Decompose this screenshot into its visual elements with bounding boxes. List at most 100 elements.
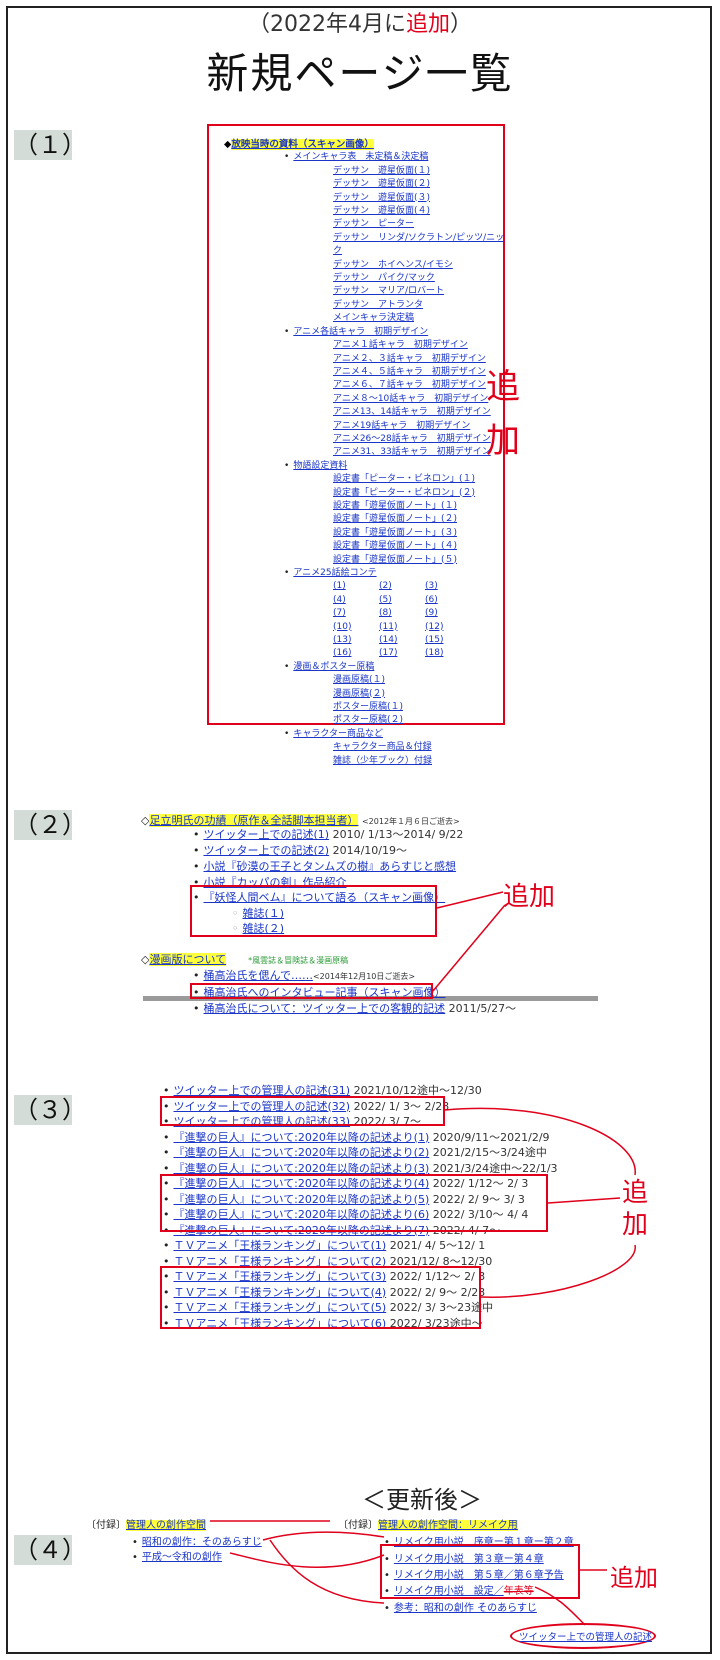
magazine-link[interactable]: 雑誌(２) [242,922,285,935]
section1-item-link[interactable]: 設定書「遊星仮面ノート」(２) [333,514,458,525]
section1-item-link[interactable]: デッサン リンダ/ソクラトン/ピッツ/ニック [333,232,505,257]
creative-space-link[interactable]: 管理人の創作空間 [126,1520,206,1531]
section1-item-link[interactable]: アニメ１話キャラ 初期デザイン [333,340,468,351]
section1-item: デッサン 遊星仮面(４) [333,205,510,218]
section3-item-link[interactable]: 『進撃の巨人』について:2020年以降の記述より(4) [173,1177,430,1190]
section2-item-link[interactable]: 『妖怪人間ベム』について語る（スキャン画像） [203,891,446,904]
section1-item-link[interactable]: デッサン 遊星仮面(４) [333,206,431,217]
storyboard-link[interactable]: (14) [379,635,398,646]
remake-novel-3-link[interactable]: リメイク用小説 第５章／第６章予告 [393,1570,564,1581]
section3-item-link[interactable]: ＴＶアニメ「王様ランキング」について(5) [173,1301,387,1314]
remake-novel-2-link[interactable]: リメイク用小説 第３章ー第４章 [393,1554,544,1565]
storyboard-link[interactable]: (16) [333,648,352,659]
remake-novel-1-link[interactable]: リメイク用小説 序章ー第１章ー第２章 [393,1537,574,1548]
section1-item-link[interactable]: 漫画原稿(２) [333,688,386,699]
section1-group-link[interactable]: キャラクター商品など [293,728,383,739]
twitter-note-link[interactable]: ツイッター上での管理人の記述 [519,1632,653,1643]
heisei-link[interactable]: 平成〜令和の創作 [141,1552,222,1563]
showa-ref-link[interactable]: 参考：昭和の創作 そのあらすじ [393,1603,537,1614]
storyboard-link[interactable]: (5) [379,594,392,605]
manga-item-link[interactable]: 桶高治氏を偲んで…… [203,969,313,982]
storyboard-cell: (12) [425,621,471,634]
section1-item-link[interactable]: 設定書「遊星仮面ノート」(５) [333,554,458,565]
section1-item-link[interactable]: メインキャラ決定稿 [333,313,415,324]
section1-item-link[interactable]: アニメ19話キャラ 初期デザイン [333,420,471,431]
section1-item-link[interactable]: デッサン 遊星仮面(３) [333,192,431,203]
section1-item-link[interactable]: アニメ13、14話キャラ 初期デザイン [333,407,491,418]
section3-item-link[interactable]: ＴＶアニメ「王様ランキング」について(1) [173,1239,387,1252]
section1-group-link[interactable]: 物語設定資料 [293,460,348,471]
manga-link[interactable]: 漫画版について [149,953,227,966]
storyboard-link[interactable]: (13) [333,635,352,646]
adachi-link[interactable]: 足立明氏の功績（原作＆全話脚本担当者） [149,814,359,827]
scan-materials-link[interactable]: 放映当時の資料（スキャン画像） [231,139,374,150]
section1-item-link[interactable]: デッサン 遊星仮面(２) [333,179,431,190]
storyboard-link[interactable]: (7) [333,608,346,619]
section1-item-link[interactable]: ポスター原稿(１) [333,702,404,713]
section3-item-link[interactable]: ツイッター上での管理人の記述(31) [173,1084,351,1097]
storyboard-link[interactable]: (10) [333,621,352,632]
section1-item-link[interactable]: ポスター原稿(２) [333,715,404,726]
section1-group-link[interactable]: メインキャラ表 未定稿＆決定稿 [293,152,429,163]
section1-item-link[interactable]: 設定書「遊星仮面ノート」(４) [333,541,458,552]
section1-item-link[interactable]: 漫画原稿(１) [333,675,386,686]
section3-item-link[interactable]: 『進撃の巨人』について:2020年以降の記述より(2) [173,1146,430,1159]
storyboard-link[interactable]: (9) [425,608,438,619]
manga-item-link[interactable]: 桶高治氏へのインタビュー記事（スキャン画像） [203,986,446,999]
remake-space-link[interactable]: 管理人の創作空間：リメイク用 [378,1520,518,1531]
remake-settings-link[interactable]: リメイク用小説 設定／ [393,1586,504,1597]
section3-item-link[interactable]: ＴＶアニメ「王様ランキング」について(6) [173,1316,387,1330]
showa-link[interactable]: 昭和の創作：そのあらすじ [141,1537,262,1548]
section1-group-link[interactable]: 漫画＆ポスター原稿 [293,661,375,672]
magazine-link[interactable]: 雑誌(１) [242,907,285,920]
storyboard-link[interactable]: (12) [425,621,444,632]
section1-item-link[interactable]: 設定書「ピーター・ビネロン」(１) [333,474,476,485]
section3-item-date: 2022/ 2/ 9〜 2/23 [386,1285,486,1299]
section1-item-link[interactable]: アニメ31、33話キャラ 初期デザイン [333,447,491,458]
section1-item-link[interactable]: アニメ26〜28話キャラ 初期デザイン [333,433,491,444]
section1-item-link[interactable]: アニメ４、５話キャラ 初期デザイン [333,366,486,377]
section3-item-link[interactable]: ＴＶアニメ「王様ランキング」について(4) [173,1285,387,1299]
section2-item-link[interactable]: ツイッター上での記述(2) [203,844,330,857]
section3-item-link[interactable]: ＴＶアニメ「王様ランキング」について(3) [173,1270,387,1283]
section1-item-link[interactable]: デッサン ホイヘンス/イモシ [333,259,453,270]
manga-item-link[interactable]: 桶高治氏について：ツイッター上での客観的記述 [203,1002,446,1015]
section1-item-link[interactable]: デッサン アトランタ [333,299,424,310]
section3-item-link[interactable]: 『進撃の巨人』について:2020年以降の記述より(6) [173,1208,430,1221]
section1-group-link[interactable]: アニメ25話絵コンテ [293,568,377,578]
section1-item-link[interactable]: 雑誌（少年ブック）付録 [333,755,433,766]
bullet: • [193,986,200,999]
section3-item-link[interactable]: ツイッター上での管理人の記述(32) [173,1099,351,1113]
section1-item-link[interactable]: アニメ８〜10話キャラ 初期デザイン [333,393,489,404]
section2-item-link[interactable]: 小説『砂漠の王子とタンムズの樹』あらすじと感想 [203,860,457,873]
section1-item: 漫画原稿(２) [333,688,510,701]
storyboard-link[interactable]: (8) [379,608,392,619]
section1-item-link[interactable]: デッサン 遊星仮面(１) [333,165,431,176]
section1-item-link[interactable]: アニメ２、３話キャラ 初期デザイン [333,353,486,364]
section1-item-link[interactable]: デッサン マリア/ロバート [333,286,445,297]
storyboard-link[interactable]: (4) [333,594,346,605]
section3-item-link[interactable]: 『進撃の巨人』について:2020年以降の記述より(1) [173,1130,430,1144]
storyboard-link[interactable]: (17) [379,648,398,659]
storyboard-link[interactable]: (6) [425,594,438,605]
storyboard-link[interactable]: (1) [333,581,346,592]
storyboard-link[interactable]: (11) [379,621,398,632]
section1-item-link[interactable]: デッサン ピーター [333,219,415,230]
storyboard-link[interactable]: (3) [425,581,438,592]
section3-item-link[interactable]: 『進撃の巨人』について:2020年以降の記述より(3) [173,1161,430,1175]
section3-item-link[interactable]: ＴＶアニメ「王様ランキング」について(2) [173,1254,387,1268]
section1-item: アニメ31、33話キャラ 初期デザイン [333,446,510,459]
storyboard-link[interactable]: (2) [379,581,392,592]
storyboard-link[interactable]: (18) [425,648,444,659]
storyboard-link[interactable]: (15) [425,635,444,646]
section3-item-link[interactable]: 『進撃の巨人』について:2020年以降の記述より(5) [173,1192,430,1206]
section1-item-link[interactable]: アニメ６、７話キャラ 初期デザイン [333,380,486,391]
section1-item-link[interactable]: デッサン パイク/マック [333,273,435,284]
section1-item-link[interactable]: 設定書「遊星仮面ノート」(３) [333,527,458,538]
section1-item-link[interactable]: キャラクター商品＆付録 [333,742,432,753]
section2-item-link[interactable]: ツイッター上での記述(1) [203,828,330,841]
section1-item-link[interactable]: 設定書「ピーター・ビネロン」(２) [333,487,476,498]
section2-item: •ツイッター上での記述(1) 2010/ 1/13〜2014/ 9/22 [193,826,463,842]
section1-item-link[interactable]: 設定書「遊星仮面ノート」(１) [333,500,458,511]
section1-group-link[interactable]: アニメ各話キャラ 初期デザイン [293,326,429,337]
